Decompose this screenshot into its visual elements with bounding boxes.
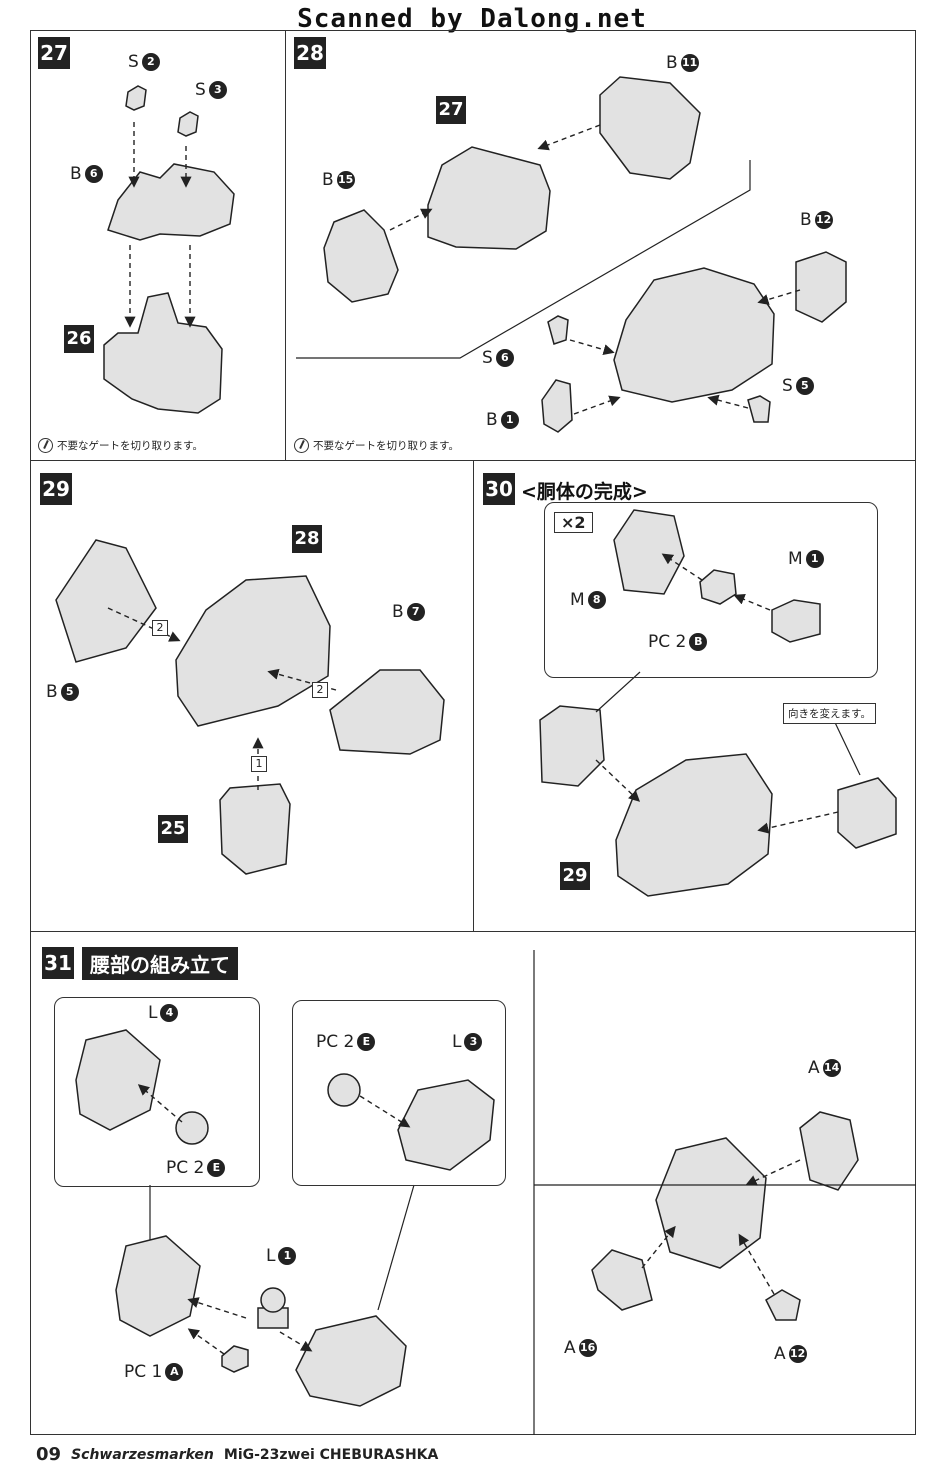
- watermark: Scanned by Dalong.net: [297, 4, 647, 34]
- ref-26-badge: 26: [64, 325, 94, 353]
- part-b7: [329, 669, 445, 755]
- part-l3: [397, 1079, 495, 1171]
- part-m8: [613, 509, 685, 595]
- ref-25-badge: 25: [158, 815, 188, 843]
- part-a12: [765, 1289, 801, 1321]
- ref-29-badge: 29: [560, 862, 590, 890]
- callout-s30-x2: [544, 502, 878, 678]
- part-a16: [591, 1249, 653, 1311]
- part-body-30: [615, 753, 773, 897]
- part-s3: [177, 111, 199, 137]
- part-a14: [799, 1111, 859, 1191]
- part-pc1a: [221, 1345, 249, 1373]
- part-l1: [257, 1307, 289, 1329]
- step-number-28: 28: [294, 37, 326, 69]
- series-name: Schwarzesmarken: [71, 1446, 214, 1463]
- step-title-30: <胴体の完成>: [521, 481, 648, 503]
- step-number-29: 29: [40, 473, 72, 505]
- panel-step-31: [30, 931, 916, 1435]
- part-pc2b: [699, 569, 737, 605]
- gate-note-27: 不要なゲートを切り取ります。: [38, 438, 203, 453]
- part-27: [427, 146, 551, 250]
- ref-27-badge: 27: [436, 96, 466, 124]
- part-s2: [125, 85, 147, 111]
- part-pc2e-a: [175, 1111, 209, 1145]
- step-number-30: 30: [483, 473, 515, 505]
- part-b12: [795, 251, 847, 323]
- part-l1-ball: [260, 1287, 286, 1313]
- page-number: 09: [36, 1444, 62, 1465]
- model-name: MiG-23zwei CHEBURASHKA: [223, 1446, 439, 1463]
- part-l4: [75, 1029, 161, 1131]
- turn-note-30: 向きを変えます。: [783, 703, 876, 724]
- part-b11: [599, 76, 701, 180]
- part-box-right: [837, 777, 897, 849]
- part-b5: [55, 539, 157, 663]
- callout-s31-left: [54, 997, 260, 1187]
- part-body-28: [613, 267, 775, 403]
- part-m1: [771, 599, 821, 643]
- box-number-3: 1: [251, 756, 267, 772]
- part-s5: [747, 395, 771, 423]
- nipper-icon: [294, 438, 309, 453]
- box-number-1: 2: [152, 620, 168, 636]
- part-25: [219, 783, 291, 875]
- part-b1: [541, 379, 573, 433]
- page-footer: 09 Schwarzesmarken MiG-23zwei CHEBURASHK…: [36, 1444, 438, 1465]
- part-pc2e-b: [327, 1073, 361, 1107]
- x2-tag: ×2: [554, 512, 593, 533]
- part-hip-left: [115, 1235, 201, 1337]
- part-26: [103, 292, 223, 414]
- callout-s31-mid: [292, 1000, 506, 1186]
- part-body-29: [175, 575, 331, 727]
- step-number-31: 31: [42, 947, 74, 979]
- step-title-31: 腰部の組み立て: [82, 947, 238, 980]
- gate-note-28: 不要なゲートを切り取ります。: [294, 438, 459, 453]
- part-hip-right: [295, 1315, 407, 1407]
- part-box-left: [539, 705, 605, 787]
- part-b15: [323, 209, 399, 303]
- box-number-2: 2: [312, 682, 328, 698]
- nipper-icon: [38, 438, 53, 453]
- part-hip-complete: [655, 1137, 767, 1269]
- part-b6: [107, 163, 235, 241]
- step-number-27: 27: [38, 37, 70, 69]
- part-s6: [547, 315, 569, 345]
- ref-28-badge: 28: [292, 525, 322, 553]
